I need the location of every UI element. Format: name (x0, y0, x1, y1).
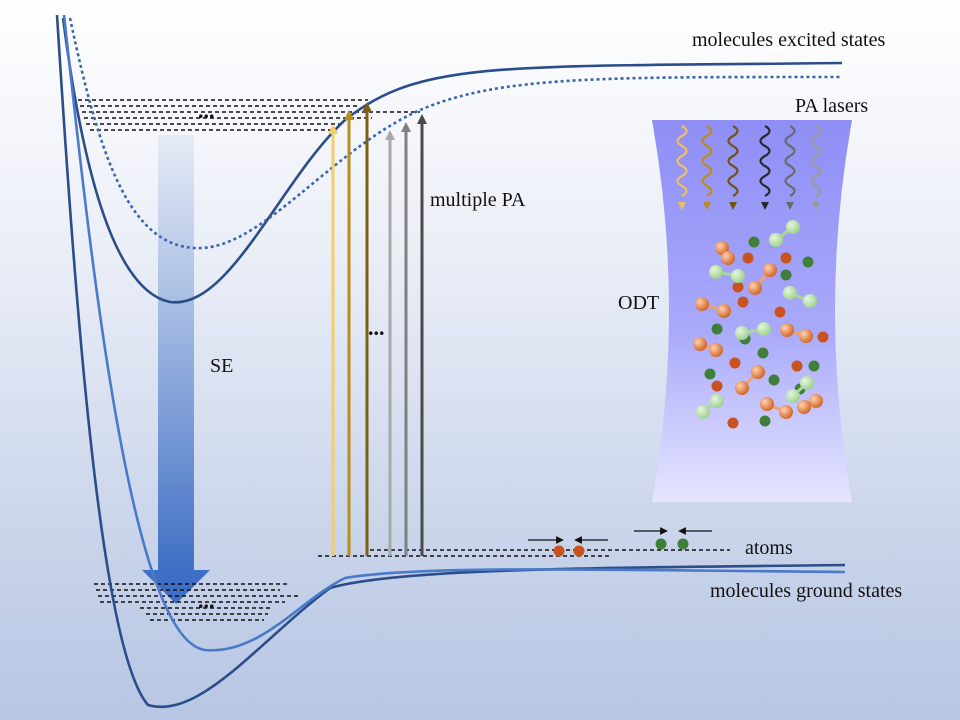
atom-5 (802, 256, 814, 268)
atom-6 (780, 269, 792, 281)
pa-laser-beam-2 (701, 125, 713, 210)
atom-11 (757, 347, 769, 359)
pa-laser-beam-1 (676, 125, 688, 210)
pa-arrow-1 (328, 124, 338, 556)
atom-green-2 (677, 538, 689, 550)
excited-vibrational-levels (78, 99, 420, 131)
atom-2 (780, 252, 792, 264)
atom-4 (732, 281, 744, 293)
atom-18 (808, 360, 820, 372)
atom-17 (817, 331, 829, 343)
molecule-1 (715, 241, 735, 265)
label-atoms: atoms (745, 537, 793, 559)
atom-3 (742, 252, 754, 264)
atom-orange-2 (573, 545, 585, 557)
atom-9 (711, 323, 723, 335)
molecule-13 (760, 397, 793, 419)
label-odt: ODT (618, 292, 660, 314)
pa-laser-beam-3 (727, 125, 739, 210)
molecule-4 (769, 220, 800, 247)
pa-arrow-4 (385, 130, 395, 556)
atom-7 (737, 296, 749, 308)
pa-arrow-3 (362, 102, 372, 556)
atom-1 (748, 236, 760, 248)
pa-arrow-5 (401, 122, 411, 556)
potential-curves (55, 14, 846, 709)
molecule-6 (783, 286, 817, 308)
molecule-12 (696, 394, 724, 419)
label-ground-states: molecules ground states (710, 580, 903, 602)
atom-green-1 (655, 538, 667, 550)
odt-trap (652, 120, 852, 502)
molecule-10 (735, 365, 765, 395)
atom-orange-1 (553, 545, 565, 557)
ground-state-curve-inner (62, 14, 846, 652)
atom-20 (759, 415, 771, 427)
molecule-5 (695, 297, 731, 318)
molecule-3 (748, 263, 777, 295)
pa-laser-beam-6 (810, 125, 822, 210)
odt-particles (693, 220, 829, 429)
label-excited-states: molecules excited states (692, 29, 886, 51)
pa-laser-beams (676, 125, 822, 210)
atom-14 (704, 368, 716, 380)
pa-laser-beam-4 (759, 125, 771, 210)
se-arrow (142, 135, 210, 604)
pa-laser-beam-5 (784, 125, 796, 210)
atom-13 (729, 357, 741, 369)
molecule-7 (735, 322, 771, 340)
molecule-11 (786, 376, 814, 403)
molecule-9 (693, 337, 723, 357)
molecule-8 (780, 323, 813, 343)
excited-state-curve-dotted (68, 17, 843, 250)
excited-state-curve (61, 17, 843, 304)
label-pa-lasers: PA lasers (795, 95, 869, 117)
atom-8 (774, 306, 786, 318)
atom-threshold-lines (318, 549, 730, 557)
atom-19 (727, 417, 739, 429)
molecule-14 (797, 394, 823, 414)
pa-arrows (328, 102, 427, 556)
colliding-atoms (528, 527, 712, 557)
pa-arrow-2 (344, 110, 354, 556)
label-multiple-pa: multiple PA (430, 189, 526, 211)
atom-16 (711, 380, 723, 392)
atom-15 (768, 374, 780, 386)
ellipsis-excited-levels: ... (198, 98, 215, 123)
atom-12 (791, 360, 803, 372)
molecule-2 (709, 265, 745, 283)
ellipsis-pa-arrows: ... (368, 315, 385, 340)
ground-vibrational-levels (94, 583, 300, 621)
label-se: SE (210, 355, 234, 377)
pa-arrow-6 (417, 114, 427, 556)
ellipsis-ground-levels: ... (198, 588, 215, 613)
